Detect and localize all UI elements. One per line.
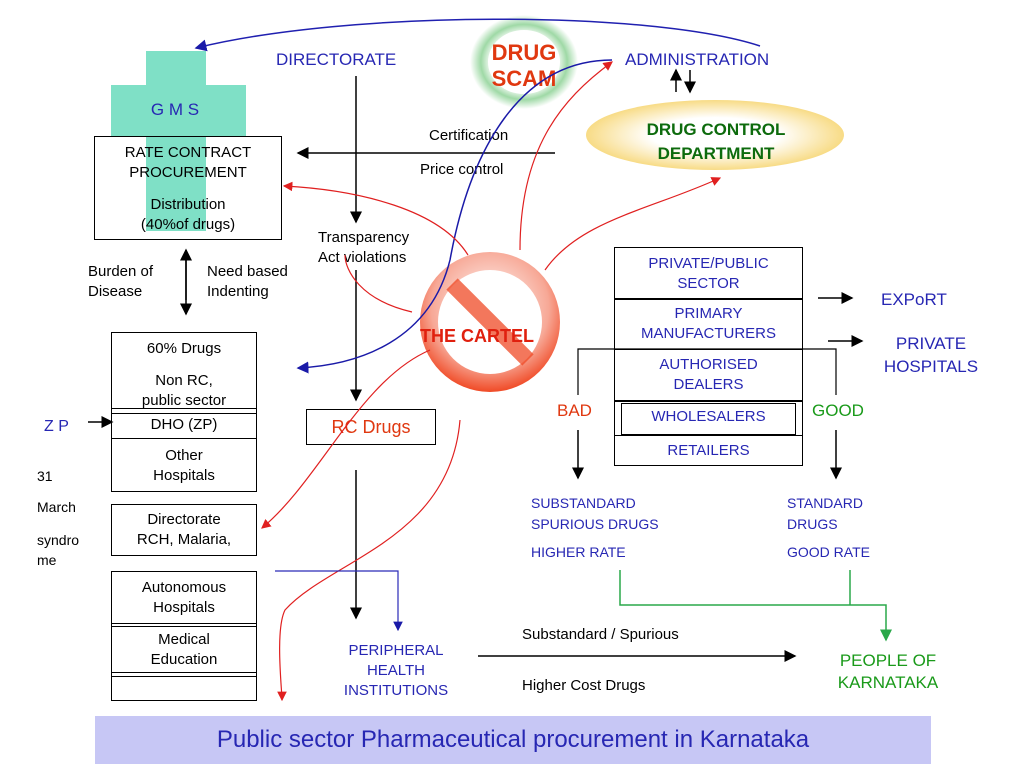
footer-title: Public sector Pharmaceutical procurement… <box>216 726 810 753</box>
private-hospitals-label: PRIVATE HOSPITALS <box>883 334 979 376</box>
bad-label: BAD <box>557 401 592 420</box>
drugs60-label: 60% Drugs <box>146 340 222 357</box>
divider <box>615 435 802 436</box>
prohibition-icon <box>420 252 560 392</box>
certification-label: Certification <box>429 127 509 144</box>
drug-scam-badge: DRUG SCAM <box>468 12 580 110</box>
left-stack: 60% Drugs Non RC, public sector DHO (ZP)… <box>111 332 257 492</box>
good-label: GOOD <box>812 401 864 420</box>
dho-label: DHO (ZP) <box>150 416 218 433</box>
authorised-dealers-label: AUTHORISED DEALERS <box>659 356 758 393</box>
directorate-rch-label: Directorate RCH, Malaria, <box>136 511 232 548</box>
divider <box>112 408 256 409</box>
gms-cross-bar <box>111 85 246 137</box>
scam-line1: DRUG <box>491 40 557 65</box>
standard-drugs-label: STANDARD DRUGS <box>787 495 863 532</box>
syndrome-label: syndro me <box>37 532 80 568</box>
march-31: 31 <box>37 468 53 484</box>
cartel-label: THE CARTEL <box>420 326 534 346</box>
retailers-label: RETAILERS <box>667 442 750 459</box>
rc-drugs-label: RC Drugs <box>331 417 411 437</box>
wholesalers-inner-box <box>621 403 796 435</box>
good-rate-label: GOOD RATE <box>787 544 870 560</box>
wholesalers-label: WHOLESALERS <box>651 408 766 425</box>
export-label: EXPoRT <box>881 290 947 309</box>
distribution-text: Distribution (40%of drugs) <box>140 196 236 233</box>
cartel-no-sign <box>418 250 562 394</box>
dcd-line2: DEPARTMENT <box>657 144 775 163</box>
right-stack: PRIVATE/PUBLIC SECTOR PRIMARY MANUFACTUR… <box>614 247 803 466</box>
divider <box>112 623 256 624</box>
higher-rate-label: HIGHER RATE <box>531 544 626 560</box>
people-label: PEOPLE OF KARNATAKA <box>837 651 939 692</box>
gms-label: G M S <box>150 100 200 119</box>
rc-drugs-box: RC Drugs <box>306 409 436 445</box>
bottom-stack: Autonomous Hospitals Medical Education <box>111 571 257 701</box>
march-label: March <box>37 499 76 515</box>
scam-ring-icon <box>470 15 578 109</box>
transparency-label: Transparency Act violations <box>318 229 410 266</box>
need-label: Need based Indenting <box>207 263 288 300</box>
higher-cost-label: Higher Cost Drugs <box>522 677 646 694</box>
divider <box>112 626 256 627</box>
peripheral-label: PERIPHERAL HEALTH INSTITUTIONS <box>343 642 449 699</box>
nonrc-label: Non RC, public sector <box>141 372 227 409</box>
primary-manufacturers-label: PRIMARY MANUFACTURERS <box>640 305 776 342</box>
directorate-label: DIRECTORATE <box>276 50 397 69</box>
rate-contract-box: RATE CONTRACT PROCUREMENT Distribution (… <box>94 136 282 240</box>
divider <box>112 672 256 673</box>
drug-control-department <box>586 100 844 170</box>
divider <box>112 676 256 677</box>
burden-label: Burden of Disease <box>88 263 154 300</box>
dcd-line1: DRUG CONTROL <box>646 120 786 139</box>
divider <box>112 413 256 414</box>
divider <box>615 400 802 402</box>
price-control-label: Price control <box>420 161 504 178</box>
other-hospitals-label: Other Hospitals <box>153 447 215 484</box>
substandard-spurious-label: Substandard / Spurious <box>522 626 679 643</box>
divider <box>112 438 256 439</box>
directorate-rch-box: Directorate RCH, Malaria, <box>111 504 257 556</box>
medical-education-label: Medical Education <box>150 631 218 668</box>
footer-banner: Public sector Pharmaceutical procurement… <box>95 716 931 764</box>
administration-label: ADMINISTRATION <box>625 50 770 69</box>
substandard-drugs-label: SUBSTANDARD SPURIOUS DRUGS <box>531 495 659 532</box>
rate-contract-title: RATE CONTRACT PROCUREMENT <box>124 144 252 181</box>
divider <box>615 298 802 300</box>
autonomous-hospitals-label: Autonomous Hospitals <box>141 579 227 616</box>
zp-label: Z P <box>44 418 69 435</box>
gms-cross <box>146 51 206 231</box>
private-public-label: PRIVATE/PUBLIC SECTOR <box>648 255 769 292</box>
